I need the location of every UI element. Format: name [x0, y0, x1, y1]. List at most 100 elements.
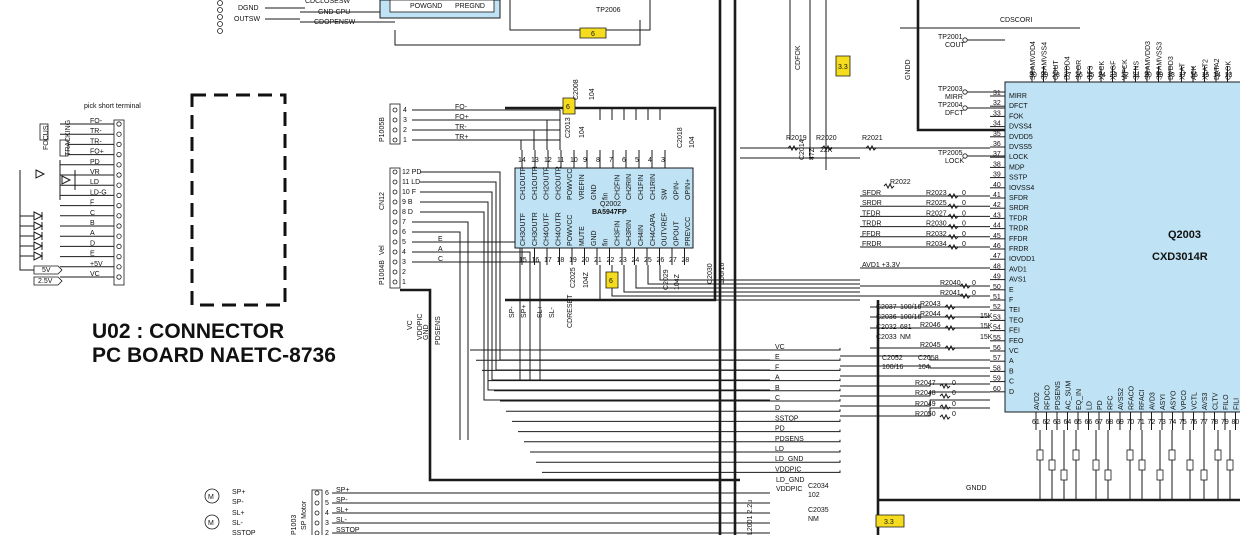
q2002-sig-bottom: GND [591, 230, 598, 246]
q2003-top-pin: 13 [1225, 72, 1233, 79]
q2003-pin-num: 54 [993, 325, 1001, 332]
bottom-part [1138, 459, 1146, 471]
q2002-bot-pin: 25 [644, 257, 652, 264]
res-zero: 0 [972, 280, 976, 287]
bus-resistor-ref: R2034 [926, 241, 947, 248]
q2003-top-sig: SRAMVDD3 [1145, 41, 1152, 80]
wire [840, 365, 990, 369]
q2002-bot-pin: 24 [632, 257, 640, 264]
cap-label: C2018 [677, 127, 684, 148]
pick-pin [116, 213, 122, 219]
q2003-chip [1004, 81, 1240, 413]
pick-pin-label: B [90, 220, 95, 227]
q2003-bot-sig: ASYI [1160, 394, 1167, 410]
vertical-net: GND [423, 324, 430, 340]
cn12-net: E [438, 236, 443, 243]
q2003-top-sig: ACK [1191, 65, 1198, 80]
q2002-top-pin: 7 [609, 157, 613, 164]
q2003-pin-sig: DFCT [1009, 103, 1028, 110]
q2003-pin-num: 57 [993, 355, 1001, 362]
pick-pin [116, 182, 122, 188]
pick-pin [116, 162, 122, 168]
pick-pin-label: E [90, 251, 95, 258]
p1005b-pin [392, 127, 398, 133]
top-pregnd: PREGND [455, 3, 485, 10]
lower-net-label: B [775, 385, 780, 392]
tag-text: 3.3 [884, 519, 894, 526]
cn12-pin [392, 249, 398, 255]
supply-25v [33, 276, 63, 286]
cn12-name: CN12 [379, 192, 386, 210]
q2003-bot-sig: RFDCO [1045, 385, 1052, 410]
res-ref: R2049 [915, 401, 936, 408]
q2003-pin-num: 32 [993, 100, 1001, 107]
tp-sig: DFCT [945, 110, 964, 117]
q2003-top-sig: CLOK [1226, 61, 1233, 80]
pick-pin-label: C [90, 210, 95, 217]
motor-rail [400, 288, 740, 482]
q2002-sig-bottom: POWVCC [567, 215, 574, 247]
q2002-sig-bottom: PREVCC [685, 217, 692, 246]
q2002-sig-top: OPIN+ [685, 179, 692, 200]
cap-label-low: NM [808, 516, 819, 523]
vertical-net: SP- [509, 306, 516, 318]
cn12-pin-label: 9 B [402, 199, 413, 206]
res-top: R2021 [862, 135, 883, 142]
q2003-pin-num: 43 [993, 212, 1001, 219]
cn12-pin-label: 3 [402, 259, 406, 266]
bottom-part [1092, 459, 1100, 471]
pick-pin-label: VC [90, 271, 100, 278]
q2003-pin-num: 44 [993, 223, 1001, 230]
top-connector-pin [217, 0, 223, 6]
vertical-net: SL+ [537, 305, 544, 318]
bus-avd1: AVD1 +3.3V [862, 262, 901, 269]
pick-pin-label: LD [90, 179, 99, 186]
p1004b-sub: Vel [379, 245, 386, 255]
bottom-part [1156, 469, 1164, 481]
cn12-pin [392, 269, 398, 275]
lower-net-label: E [775, 354, 780, 361]
q2003-pin-num: 46 [993, 243, 1001, 250]
pick-pin [116, 203, 122, 209]
q2003-pin-num: 58 [993, 365, 1001, 372]
q2003-pin-num: 52 [993, 304, 1001, 311]
p1003-name: P1003 [291, 515, 298, 535]
cn12-pin-label: 4 [402, 249, 406, 256]
q2003-top-pin: 27 [1064, 72, 1072, 79]
bus-net: TRDR [862, 221, 881, 228]
gndd-vert: GNDD [905, 59, 912, 80]
q2003-pin-num: 50 [993, 284, 1001, 291]
p1003-sig: SSTOP [336, 527, 360, 534]
lower-net [542, 470, 841, 473]
q2002-bot-pin: 18 [557, 257, 565, 264]
q2003-top-sig: SRAMVSS4 [1042, 42, 1049, 80]
cn12-pin-label: 1 [402, 279, 406, 286]
bus-resistor [947, 233, 959, 240]
q2002-sig-bottom: CH3OUTF [520, 213, 527, 246]
q2003-pin-sig: E [1009, 287, 1014, 294]
q2003-top-pin: 28 [1052, 72, 1060, 79]
cap-label-h: 100/16 [882, 364, 904, 371]
q2002-sig-top: POWVCC [567, 169, 574, 201]
q2003-bot-pin: 69 [1116, 419, 1124, 426]
pick-pin-label: D [90, 240, 95, 247]
pick-pin [116, 192, 122, 198]
cap-label: C2013 [565, 117, 572, 138]
cap-label-h: 104 [918, 364, 930, 371]
resistor-symbol [939, 403, 951, 411]
top-dgnd: DGND [238, 5, 259, 12]
p1003-pin [314, 530, 320, 535]
q2003-top-pin: 22 [1121, 72, 1129, 79]
q2003-pin-sig: SSTP [1009, 175, 1028, 182]
q2002-sig-top: CH2OUTR [555, 166, 562, 200]
p1005b-pin-num: 2 [403, 127, 407, 134]
cap-label-h: 681 [900, 324, 912, 331]
q2003-pin-sig: VC [1009, 348, 1019, 355]
q2003-pin-num: 35 [993, 131, 1001, 138]
tp2006-label: TP2006 [596, 7, 621, 14]
pick-pin [116, 264, 122, 270]
p1005b-name: P1005B [379, 117, 386, 142]
q2002-top-pin: 4 [648, 157, 652, 164]
res-ref: R2048 [915, 390, 936, 397]
pick-pin-label: FO+ [90, 149, 104, 156]
